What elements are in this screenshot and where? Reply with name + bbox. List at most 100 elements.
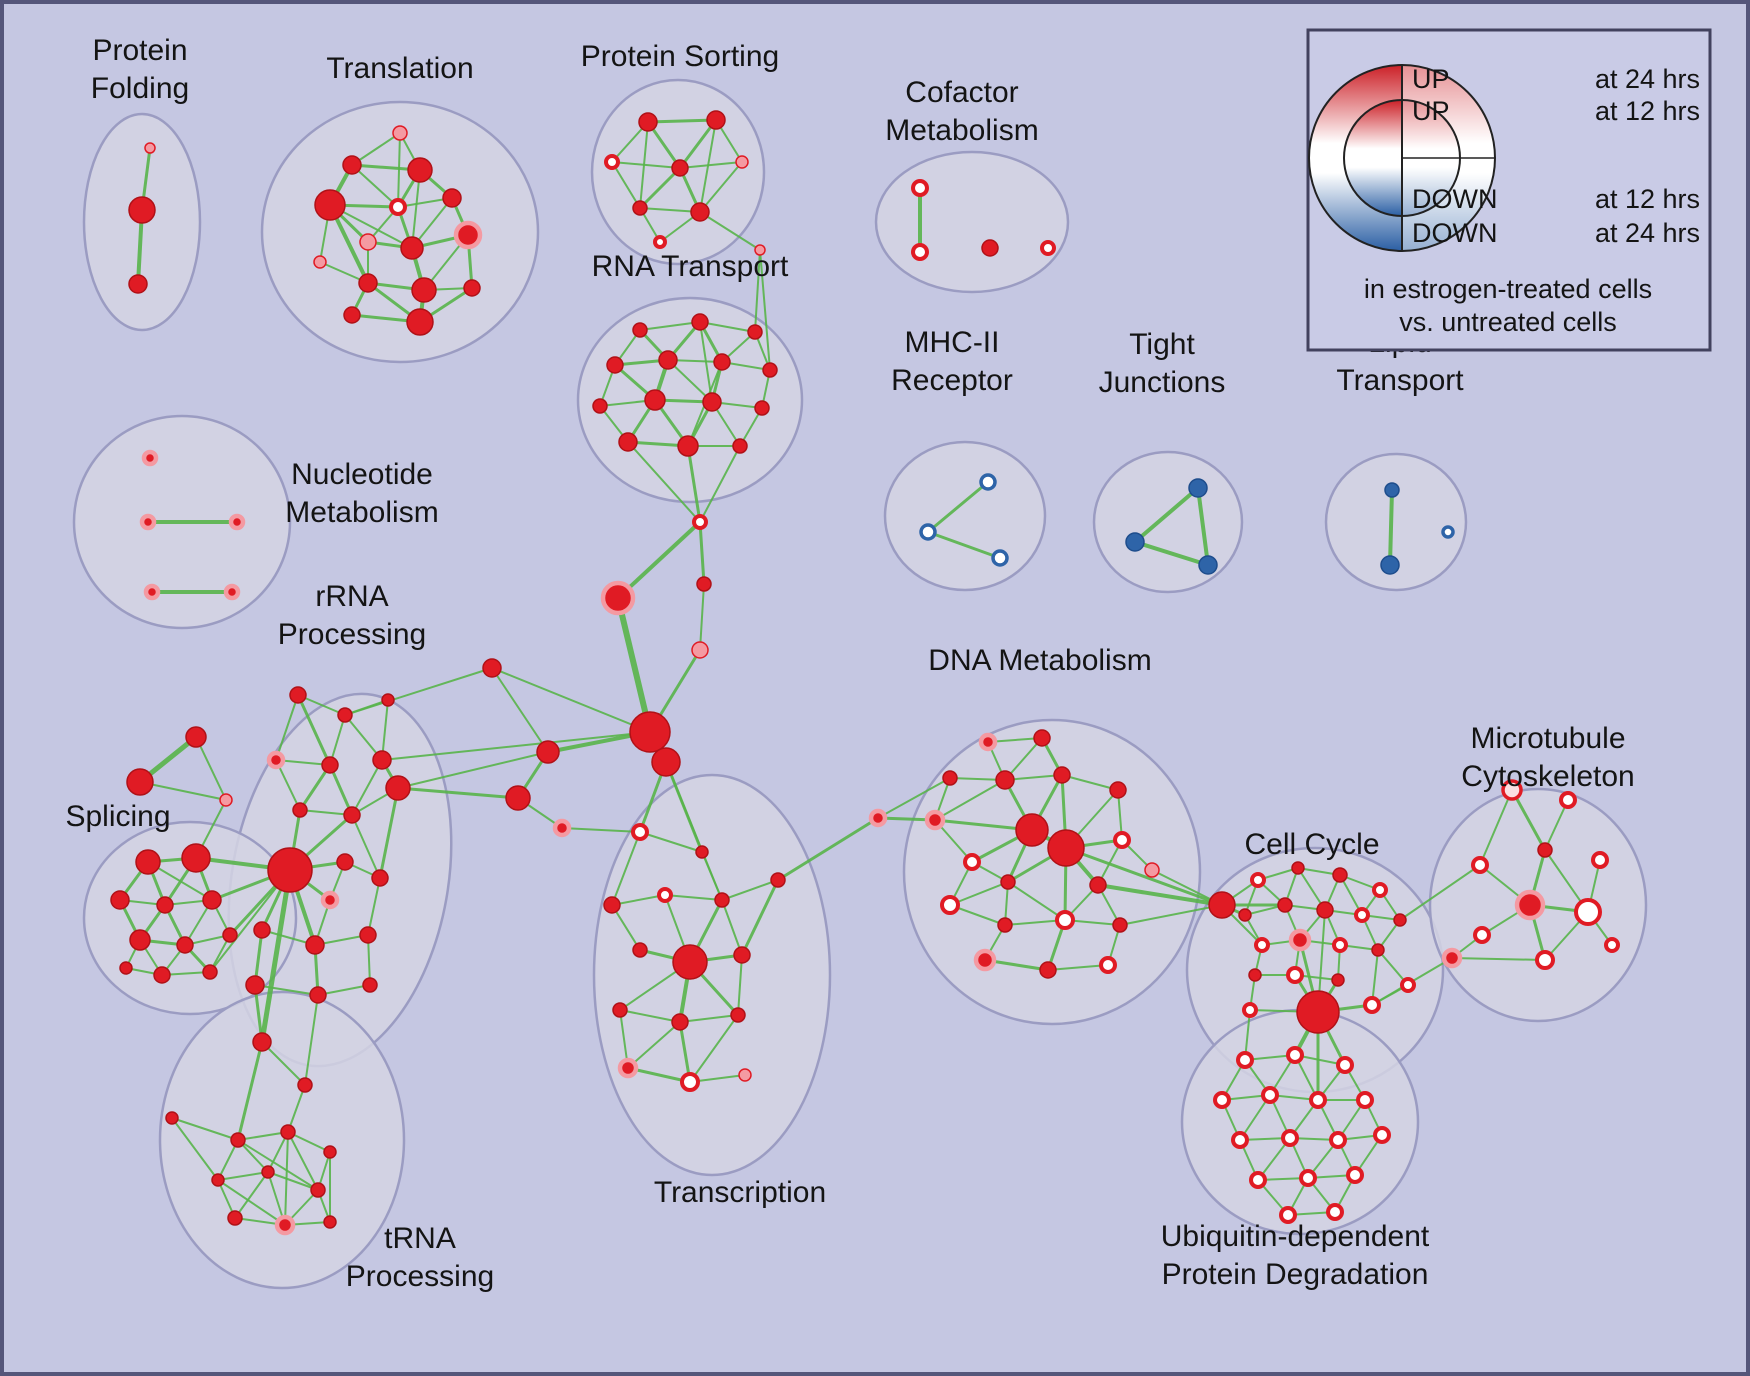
edge-tj1-tj2 [1133, 486, 1200, 544]
edge-rtc1-rtc3 [698, 520, 706, 586]
node-mh1 [979, 473, 997, 491]
cluster-label-trna-processing: tRNA [384, 1222, 456, 1255]
node-ub5 [1261, 1086, 1279, 1104]
edge-rp17-rp18 [317, 984, 371, 996]
node-tn12 [323, 1215, 337, 1229]
edge-bg1-dm3 [877, 777, 951, 819]
node-rt4 [606, 356, 624, 374]
node-mc5 [1591, 851, 1609, 869]
node-tn10 [227, 1210, 243, 1226]
edge-tc3-tc7 [611, 904, 641, 951]
edge-tc6-bg1 [776, 816, 880, 882]
node-rp13 [253, 921, 271, 939]
edge-tc13-tc14 [626, 1066, 692, 1084]
node-tr10 [453, 220, 483, 250]
node-tc1 [631, 823, 649, 841]
node-ccb [1208, 891, 1236, 919]
node-ub16 [1326, 1203, 1344, 1221]
node-rt14 [732, 438, 748, 454]
node-tr5 [389, 198, 407, 216]
node-ub15 [1279, 1206, 1297, 1224]
node-rp4 [266, 750, 286, 770]
node-ia3 [552, 818, 572, 838]
edge-px1-mc9 [1451, 957, 1546, 961]
cluster-label-protein-folding: Protein [92, 34, 187, 67]
edge-ia2-rp9 [396, 786, 520, 800]
node-cc5 [1238, 908, 1252, 922]
node-mc2 [1559, 791, 1577, 809]
edge-ps2-ps4 [678, 118, 718, 170]
legend-caption: vs. untreated cells [1399, 307, 1617, 337]
edge-dm18-ccb [1119, 904, 1223, 926]
edge-dm16-dm17 [1004, 919, 1066, 926]
edge-dm5-dm6 [1061, 774, 1119, 791]
node-tn3 [297, 1077, 313, 1093]
node-sp8 [222, 927, 238, 943]
legend-entry-time: at 12 hrs [1595, 96, 1700, 126]
edge-ps3-ps4 [611, 161, 681, 169]
edge-rp1-rp5 [296, 693, 332, 767]
node-tn6 [323, 1145, 337, 1159]
node-rp16 [245, 975, 265, 995]
node-ub12 [1249, 1171, 1267, 1189]
node-tr12 [411, 277, 437, 303]
node-rt1 [632, 322, 648, 338]
node-sp10 [202, 964, 218, 980]
node-cc3 [1332, 867, 1348, 883]
node-tn4 [230, 1132, 246, 1148]
node-cc6 [1277, 897, 1293, 913]
edge-rp16-rp17 [254, 984, 319, 996]
node-cc9 [1393, 913, 1407, 927]
edge-dm9-ccb [1064, 846, 1224, 907]
node-tr1 [392, 125, 408, 141]
node-dm5 [1053, 766, 1071, 784]
edge-tj2-tj3 [1133, 540, 1210, 567]
node-dm13 [1089, 876, 1107, 894]
cluster-label-microtubule-cytoskeleton: Cytoskeleton [1461, 760, 1634, 793]
node-cc16 [1331, 973, 1345, 987]
cluster-lipid-transport [1324, 452, 1468, 592]
edge-ps6-ps7 [639, 207, 701, 213]
node-pf3 [128, 274, 148, 294]
node-cchub [1296, 990, 1340, 1034]
node-rp6 [372, 750, 392, 770]
edge-tc5-tc9 [721, 899, 743, 956]
legend-entry-label: DOWN [1412, 218, 1497, 248]
node-nm2 [139, 513, 157, 531]
edge-tc4-tc5 [664, 894, 723, 901]
node-ia1 [536, 740, 560, 764]
node-dm9 [1047, 829, 1085, 867]
edge-tr1-tr5 [397, 132, 401, 208]
node-dm14 [1144, 862, 1160, 878]
node-ub8 [1231, 1131, 1249, 1149]
node-rp8 [343, 806, 361, 824]
edge-tc5-tc6 [721, 879, 779, 901]
node-sp1 [135, 849, 161, 875]
node-sp3 [110, 890, 130, 910]
edge-ps3-ps6 [611, 161, 641, 209]
edge-rt14-rtc1 [699, 445, 741, 523]
node-ps2 [706, 110, 726, 130]
node-mc6 [1514, 889, 1546, 921]
cluster-splicing [82, 820, 298, 1016]
cluster-label-transcription: Transcription [654, 1176, 826, 1209]
node-tc2 [695, 845, 709, 859]
node-tc8 [672, 944, 708, 980]
node-dm11 [963, 853, 981, 871]
node-ox1 [185, 726, 207, 748]
node-lt3 [1441, 525, 1455, 539]
node-tc9 [733, 946, 751, 964]
cluster-trna-processing [158, 990, 406, 1290]
node-ub6 [1309, 1091, 1327, 1109]
node-cc18 [1242, 1002, 1258, 1018]
cluster-label-nucleotide-metabolism: Nucleotide [291, 458, 433, 491]
node-tc6 [770, 872, 786, 888]
node-rt12 [618, 432, 638, 452]
node-tr14 [406, 308, 434, 336]
node-ps4 [671, 159, 689, 177]
node-ub4 [1213, 1091, 1231, 1109]
edge-tr3-tr9 [411, 169, 421, 249]
edge-lt1-lt2 [1388, 488, 1394, 567]
node-dm19 [973, 948, 997, 972]
